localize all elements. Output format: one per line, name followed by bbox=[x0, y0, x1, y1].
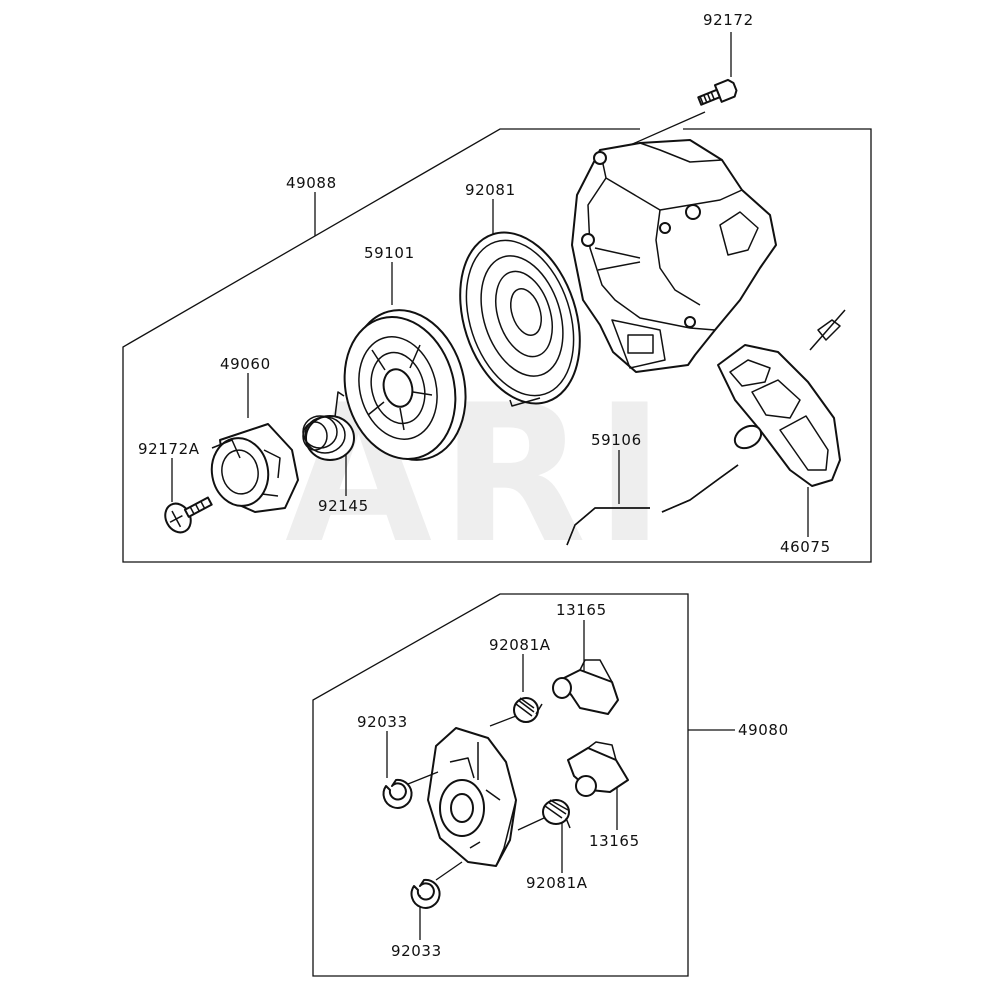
label-59101: 59101 bbox=[364, 244, 415, 262]
spring-92081A-upper bbox=[513, 697, 543, 723]
ratchet-49060 bbox=[210, 423, 299, 513]
label-46075: 46075 bbox=[780, 538, 831, 556]
label-49088: 49088 bbox=[286, 174, 337, 192]
label-92172A: 92172A bbox=[138, 440, 200, 458]
pawl-13165-lower bbox=[567, 741, 629, 797]
spring-92081A-lower bbox=[542, 799, 571, 829]
assembly-outline-49088 bbox=[122, 128, 872, 563]
leader-lines bbox=[171, 32, 809, 940]
starter-rope-59106 bbox=[566, 464, 739, 546]
bolt-92172 bbox=[697, 78, 738, 106]
label-59106: 59106 bbox=[591, 431, 642, 449]
e-clip-92033-upper bbox=[382, 778, 413, 809]
ratchet-body-49080 bbox=[427, 727, 517, 867]
screw-92172A bbox=[164, 496, 213, 534]
label-92081: 92081 bbox=[465, 181, 516, 199]
label-49060: 49060 bbox=[220, 355, 271, 373]
rope-pulley-59101 bbox=[343, 309, 467, 461]
label-92172: 92172 bbox=[703, 11, 754, 29]
label-13165-bottom: 13165 bbox=[589, 832, 640, 850]
label-92033-bottom: 92033 bbox=[391, 942, 442, 960]
label-92145: 92145 bbox=[318, 497, 369, 515]
label-92081A-bottom: 92081A bbox=[526, 874, 588, 892]
starter-housing bbox=[571, 139, 777, 373]
part-labels: 92172 49088 92081 59101 49060 92172A 921… bbox=[138, 11, 831, 960]
pawl-13165-upper bbox=[552, 659, 619, 715]
alignment-guide-lines bbox=[407, 715, 545, 881]
label-92081A-top: 92081A bbox=[489, 636, 551, 654]
coil-spring-92145 bbox=[302, 391, 355, 461]
label-49080: 49080 bbox=[738, 721, 789, 739]
label-92033-top: 92033 bbox=[357, 713, 408, 731]
assembly-outline-49080 bbox=[312, 593, 689, 977]
e-clip-92033-lower bbox=[410, 878, 441, 909]
recoil-spring-92081 bbox=[459, 231, 581, 407]
starter-handle-46075 bbox=[717, 309, 846, 487]
label-13165-top: 13165 bbox=[556, 601, 607, 619]
watermark: ARI bbox=[285, 364, 673, 585]
